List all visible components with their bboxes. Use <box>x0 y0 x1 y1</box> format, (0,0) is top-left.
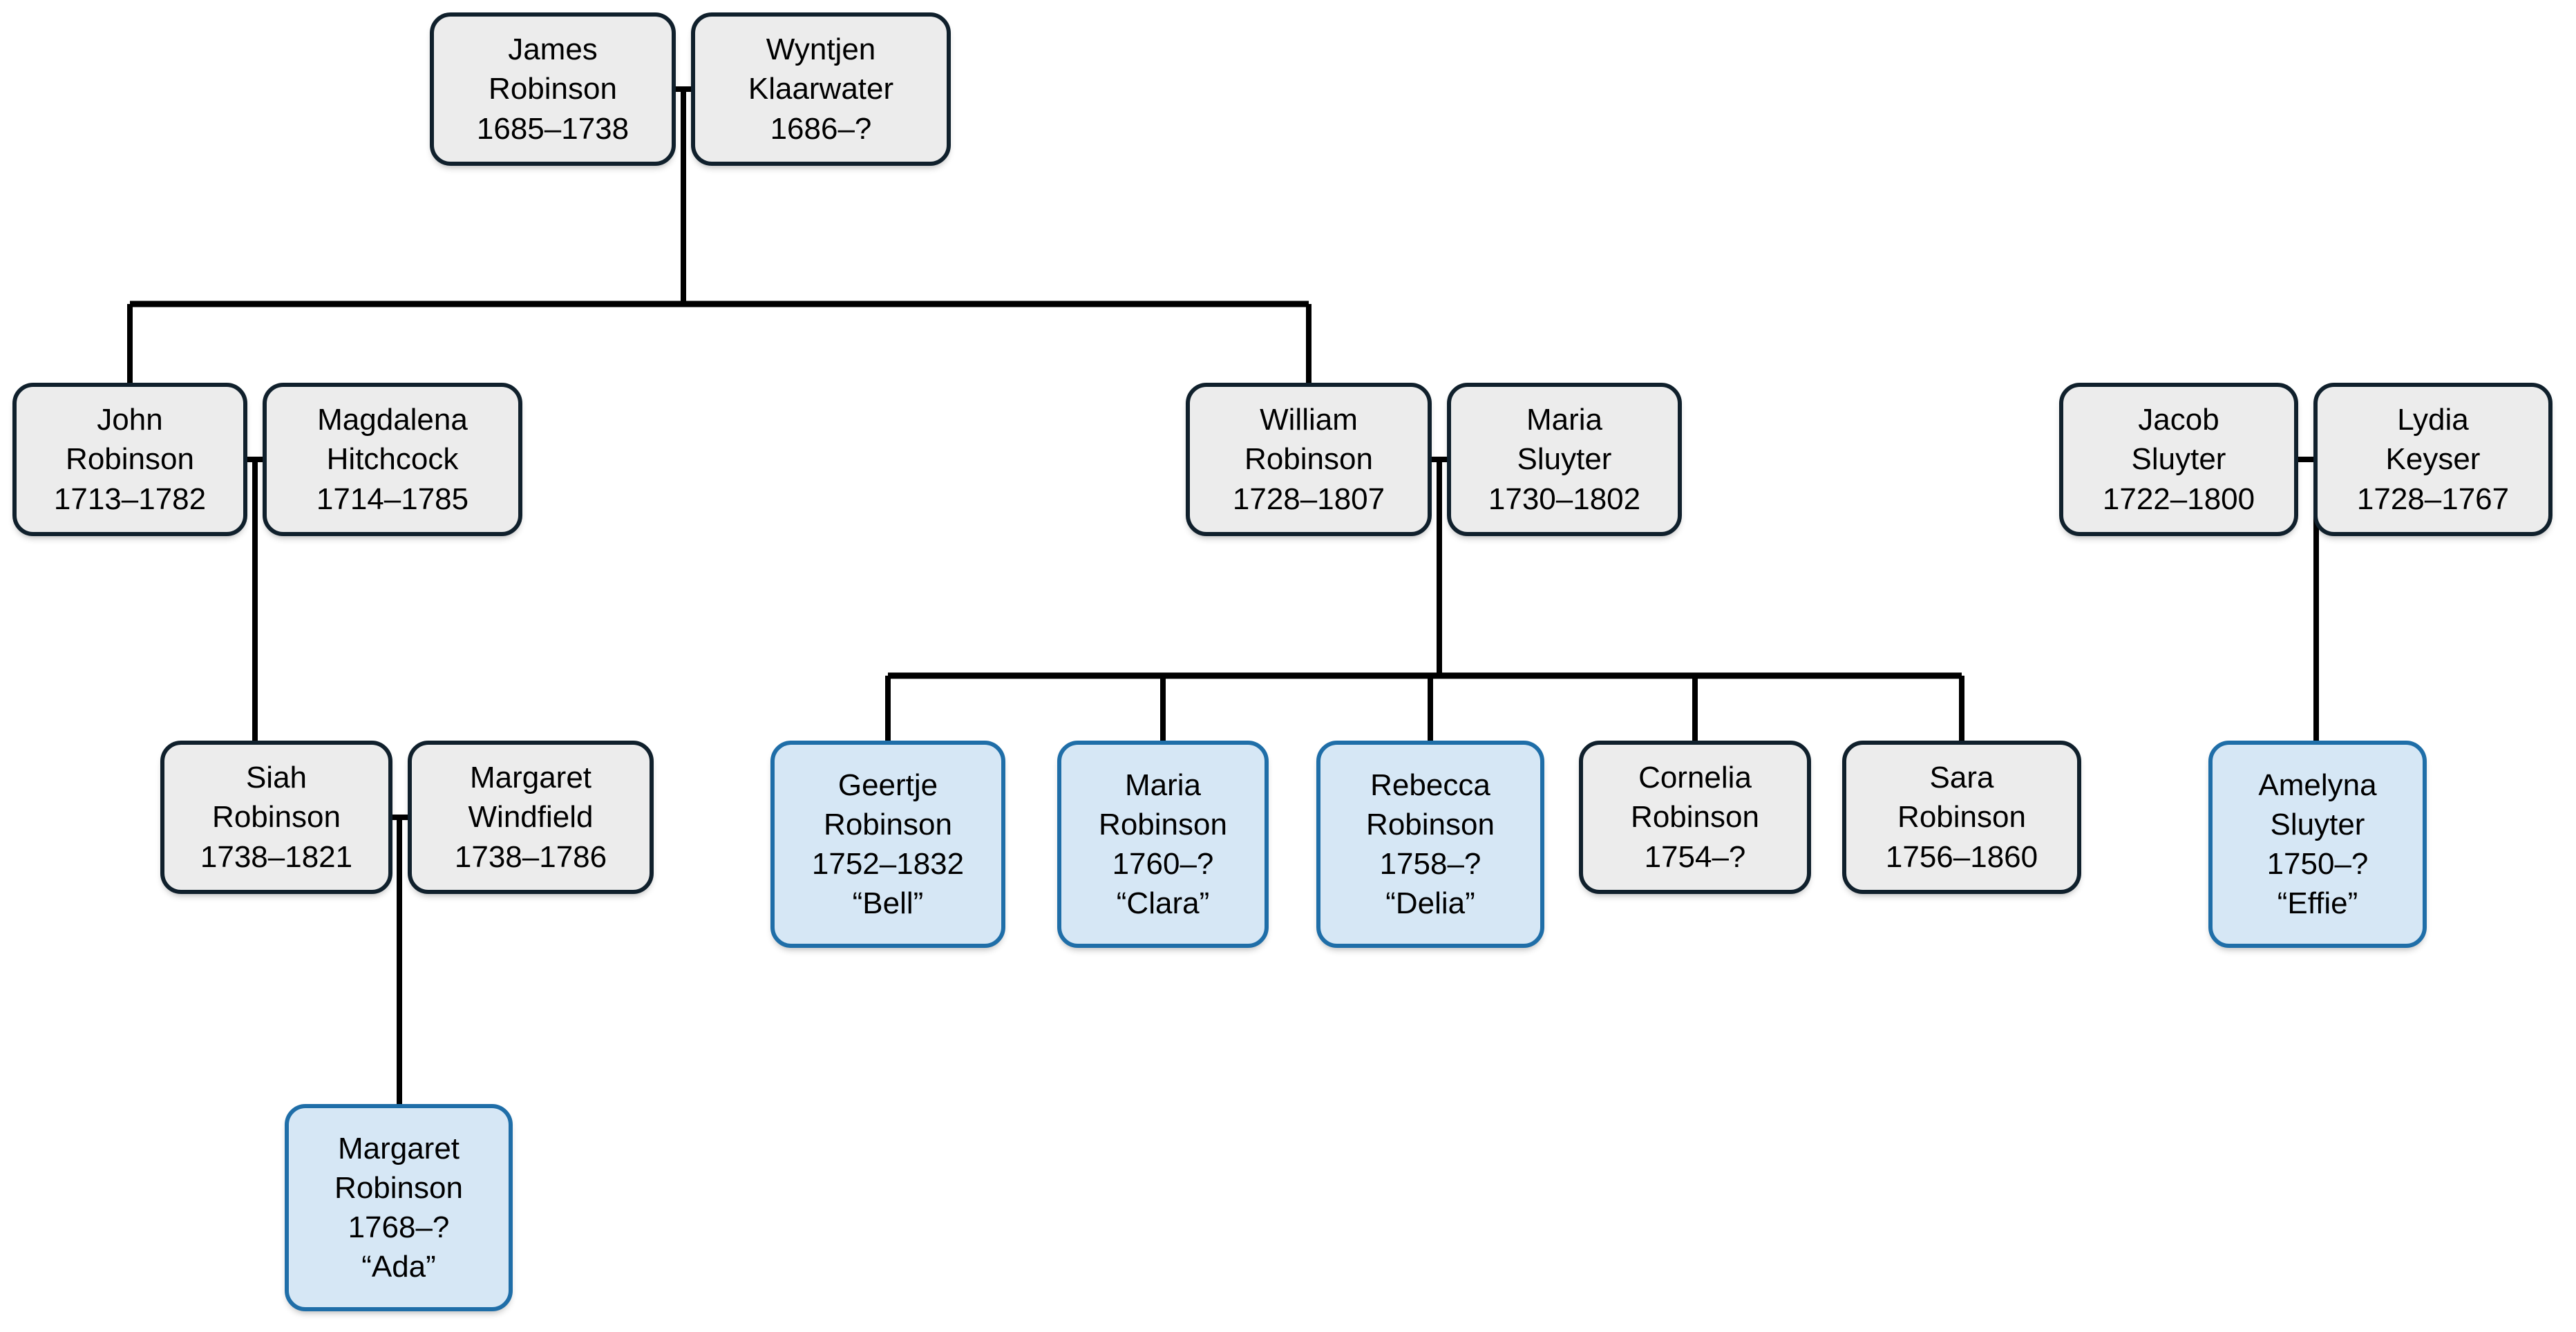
person-lifespan: 1752–1832 <box>811 847 965 881</box>
person-first-name: Margaret <box>469 761 592 795</box>
person-last-name: Robinson <box>212 800 341 835</box>
person-first-name: Maria <box>1526 403 1603 437</box>
person-first-name: Maria <box>1124 768 1202 802</box>
person-lifespan: 1758–? <box>1379 847 1481 881</box>
person-lifespan: 1738–1821 <box>200 839 353 874</box>
person-first-name: Amelyna <box>2258 768 2377 802</box>
person-last-name: Hitchcock <box>326 442 459 477</box>
person-lifespan: 1756–1860 <box>1885 839 2038 874</box>
person-last-name: Robinson <box>824 807 952 841</box>
person-first-name: Wyntjen <box>766 32 876 67</box>
person-last-name: Robinson <box>66 442 194 477</box>
person-nickname: “Clara” <box>1116 886 1210 921</box>
person-first-name: Sara <box>1929 761 1994 795</box>
person-last-name: Sluyter <box>2270 807 2365 841</box>
person-nickname: “Effie” <box>2277 886 2358 921</box>
person-last-name: Robinson <box>1244 442 1373 477</box>
person-first-name: James <box>508 32 598 67</box>
person-lifespan: 1754–? <box>1644 839 1746 874</box>
person-lifespan: 1730–1802 <box>1488 482 1641 516</box>
person-lifespan: 1722–1800 <box>2102 482 2255 516</box>
person-lifespan: 1738–1786 <box>454 839 607 874</box>
person-last-name: Robinson <box>489 72 617 106</box>
person-last-name: Keyser <box>2385 442 2481 477</box>
person-lifespan: 1728–1807 <box>1232 482 1385 516</box>
person-first-name: Magdalena <box>317 403 468 437</box>
person-last-name: Robinson <box>334 1170 463 1205</box>
person-last-name: Windfield <box>468 800 594 835</box>
person-lifespan: 1728–1767 <box>2356 482 2510 516</box>
person-last-name: Robinson <box>1631 800 1759 835</box>
person-first-name: Geertje <box>837 768 938 802</box>
person-first-name: John <box>97 403 163 437</box>
person-lifespan: 1760–? <box>1112 847 1214 881</box>
person-lifespan: 1750–? <box>2266 847 2369 881</box>
person-lifespan: 1685–1738 <box>476 111 629 146</box>
person-lifespan: 1768–? <box>348 1210 450 1244</box>
person-last-name: Klaarwater <box>748 72 894 106</box>
person-first-name: Lydia <box>2397 403 2469 437</box>
person-first-name: Siah <box>245 761 307 795</box>
person-first-name: Jacob <box>2138 403 2219 437</box>
person-last-name: Robinson <box>1099 807 1227 841</box>
person-lifespan: 1713–1782 <box>53 482 207 516</box>
person-nickname: “Delia” <box>1385 886 1475 921</box>
person-first-name: Cornelia <box>1638 761 1752 795</box>
person-last-name: Robinson <box>1366 807 1495 841</box>
person-lifespan: 1686–? <box>770 111 872 146</box>
person-first-name: Rebecca <box>1370 768 1490 802</box>
person-last-name: Robinson <box>1897 800 2026 835</box>
person-nickname: “Ada” <box>361 1250 436 1284</box>
person-last-name: Sluyter <box>2131 442 2226 477</box>
person-first-name: William <box>1260 403 1358 437</box>
person-last-name: Sluyter <box>1517 442 1612 477</box>
person-lifespan: 1714–1785 <box>316 482 469 516</box>
person-first-name: Margaret <box>337 1131 460 1166</box>
person-nickname: “Bell” <box>852 886 924 921</box>
